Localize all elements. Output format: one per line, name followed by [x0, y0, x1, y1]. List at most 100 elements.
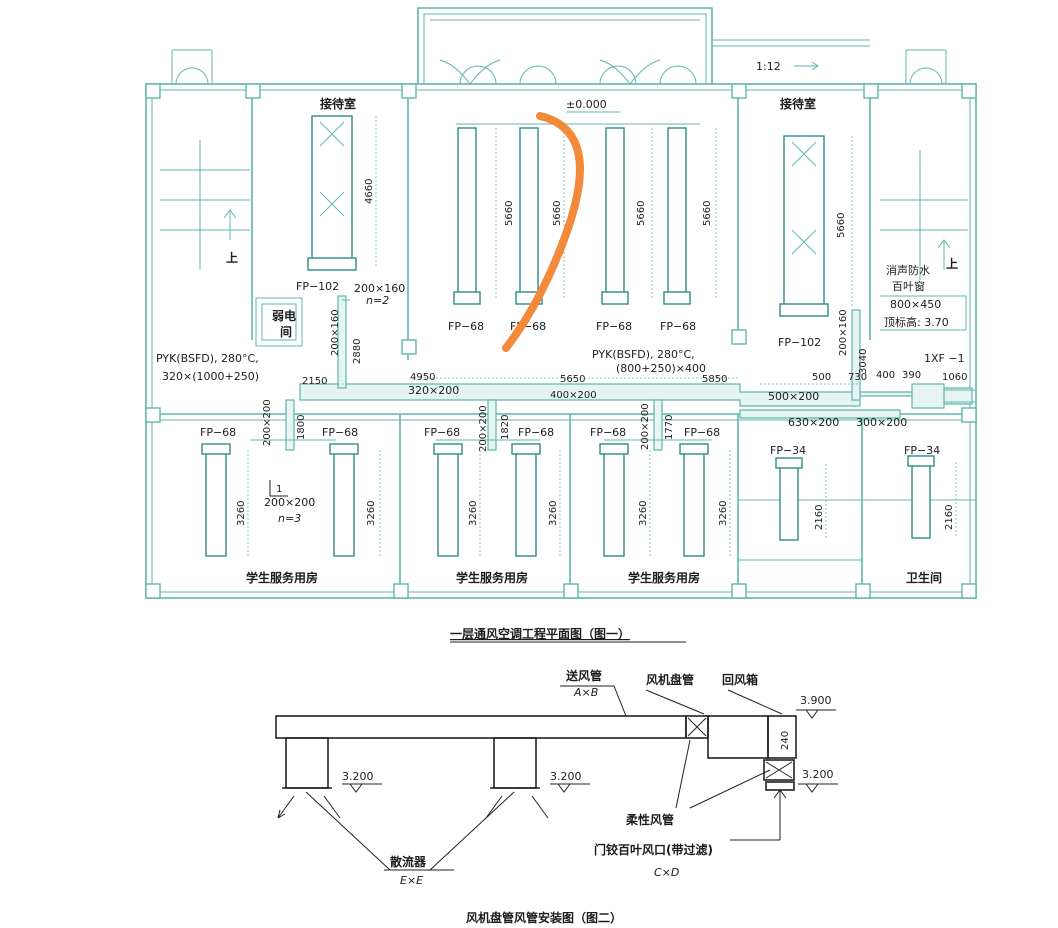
- louver-line2: 百叶窗: [892, 279, 925, 293]
- duct-n2: n=2: [366, 294, 389, 307]
- dim-5660-1: 5660: [504, 201, 515, 226]
- fan-coil-label: 风机盘管: [646, 672, 694, 687]
- dim-5660-3: 5660: [636, 201, 647, 226]
- duct-200x200-vert-a: 200×200: [262, 399, 273, 446]
- dim-1820: 1820: [500, 415, 511, 440]
- dimension-lines: [247, 116, 957, 556]
- section-caption: 风机盘管风管安装图（图二）: [466, 910, 622, 924]
- dim-3040: 3040: [858, 349, 869, 374]
- dim-3260-5: 3260: [638, 501, 649, 526]
- dim-1060: 1060: [942, 372, 967, 383]
- structural-columns: [145, 83, 977, 599]
- duct-200x160-vert-b: 200×160: [838, 309, 849, 356]
- return-box: [767, 715, 797, 759]
- dim-4950: 4950: [410, 372, 435, 383]
- fp68-top-label-4: FP−68: [660, 320, 696, 333]
- fan-label: 1XF −1: [924, 352, 965, 365]
- louver-line1: 消声防水: [886, 263, 930, 277]
- louver-size: 800×450: [890, 298, 941, 311]
- pyk2-line1: PYK(BSFD), 280°C,: [592, 348, 695, 361]
- fp34-label-2: FP−34: [904, 444, 940, 457]
- fp68-bottom-label-2: FP−68: [322, 426, 358, 439]
- main-supply-duct: [250, 123, 976, 451]
- room-student-3: 学生服务用房: [628, 570, 700, 585]
- room-reception-right: 接待室: [780, 96, 816, 111]
- dim-730: 730: [848, 372, 867, 383]
- branch-duct-fp102-right: [851, 309, 861, 401]
- scale-label: 1:12: [756, 60, 781, 73]
- room-weak-1: 弱电: [272, 308, 296, 323]
- fp68-top-label-1: FP−68: [448, 320, 484, 333]
- elevation-3200-b: 3.200: [550, 770, 582, 783]
- dim-3260-6: 3260: [718, 501, 729, 526]
- stairs-right: [880, 150, 968, 280]
- supply-duct-rect: [275, 715, 687, 739]
- flexible-duct-label: 柔性风管: [625, 812, 674, 827]
- room-reception-left: 接待室: [320, 96, 356, 111]
- elevation-3900: 3.900: [800, 694, 832, 707]
- duct-300x200: 300×200: [856, 416, 907, 429]
- stair-up-right: 上: [946, 256, 958, 271]
- elevation-3200-a: 3.200: [342, 770, 374, 783]
- fp68-bottom-label-3: FP−68: [424, 426, 460, 439]
- elevation-3200-c: 3.200: [802, 768, 834, 781]
- fp68-bottom-label-1: FP−68: [200, 426, 236, 439]
- dim-3260-4: 3260: [548, 501, 559, 526]
- dim-1770: 1770: [664, 415, 675, 440]
- duct-n3: n=3: [278, 512, 301, 525]
- louver-top: 顶标高: 3.70: [884, 315, 949, 329]
- dim-5850: 5850: [702, 374, 727, 385]
- elevation-mark: ±0.000: [566, 98, 607, 111]
- fp68-bottom-label-6: FP−68: [684, 426, 720, 439]
- pyk2-line2: (800+250)×400: [616, 362, 706, 375]
- floor-plan: 接待室 接待室 弱电 间 学生服务用房 学生服务用房 学生服务用房 卫生间 上 …: [145, 7, 977, 643]
- dim-2150: 2150: [302, 376, 327, 387]
- dim-2880: 2880: [352, 339, 363, 364]
- pyk1-line1: PYK(BSFD), 280°C,: [156, 352, 259, 365]
- outer-wall: [145, 83, 977, 599]
- dim-3260-3: 3260: [468, 501, 479, 526]
- dim-2160-1: 2160: [814, 505, 825, 530]
- dim-1800: 1800: [296, 415, 307, 440]
- dim-4660: 4660: [364, 179, 375, 204]
- dim-240: 240: [780, 731, 791, 750]
- diffuser-drop-left: [285, 737, 329, 789]
- grille-size: C×D: [654, 866, 679, 879]
- supply-duct-label: 送风管: [565, 668, 602, 683]
- fp68-bottom-label-4: FP−68: [518, 426, 554, 439]
- entrance-block: [417, 7, 870, 85]
- dim-400: 400: [876, 370, 895, 381]
- room-student-2: 学生服务用房: [456, 570, 528, 585]
- duct-200x200: 200×200: [264, 496, 315, 509]
- supply-duct-size: A×B: [573, 686, 598, 699]
- branch-duct-fp102: [337, 295, 347, 389]
- dim-2160-2: 2160: [944, 505, 955, 530]
- duct-400x200: 400×200: [550, 390, 597, 401]
- fp102-right-label: FP−102: [778, 336, 821, 349]
- pyk1-line2: 320×(1000+250): [162, 370, 259, 383]
- dim-5660-2: 5660: [552, 201, 563, 226]
- dim-5660-5: 5660: [836, 213, 847, 238]
- section-drawing: 送风管 A×B 风机盘管 回风箱 3.900 3.200 3.200 3.200…: [275, 668, 838, 925]
- dim-500: 500: [812, 372, 831, 383]
- room-student-1: 学生服务用房: [246, 570, 318, 585]
- duct-200x200-vert-b: 200×200: [478, 405, 489, 452]
- duct-500x200: 500×200: [768, 390, 819, 403]
- diffuser-size: E×E: [400, 874, 423, 887]
- fp68-top-label-3: FP−68: [596, 320, 632, 333]
- plan-caption: 一层通风空调工程平面图（图一）: [450, 626, 630, 641]
- stair-up-left: 上: [226, 250, 238, 265]
- room-toilet: 卫生间: [906, 570, 942, 585]
- grille-label: 门铰百叶风口(带过滤): [594, 842, 713, 857]
- fp68-bottom-label-5: FP−68: [590, 426, 626, 439]
- dim-5650: 5650: [560, 374, 585, 385]
- diffuser-label: 散流器: [390, 854, 427, 869]
- fan-coil-units: [201, 115, 935, 557]
- diffuser-drop-right: [493, 737, 537, 789]
- dim-5660-4: 5660: [702, 201, 713, 226]
- dim-3260-2: 3260: [366, 501, 377, 526]
- duct-200x160-vert-a: 200×160: [330, 309, 341, 356]
- return-box-label: 回风箱: [722, 672, 758, 687]
- fan-coil-box: [707, 715, 769, 759]
